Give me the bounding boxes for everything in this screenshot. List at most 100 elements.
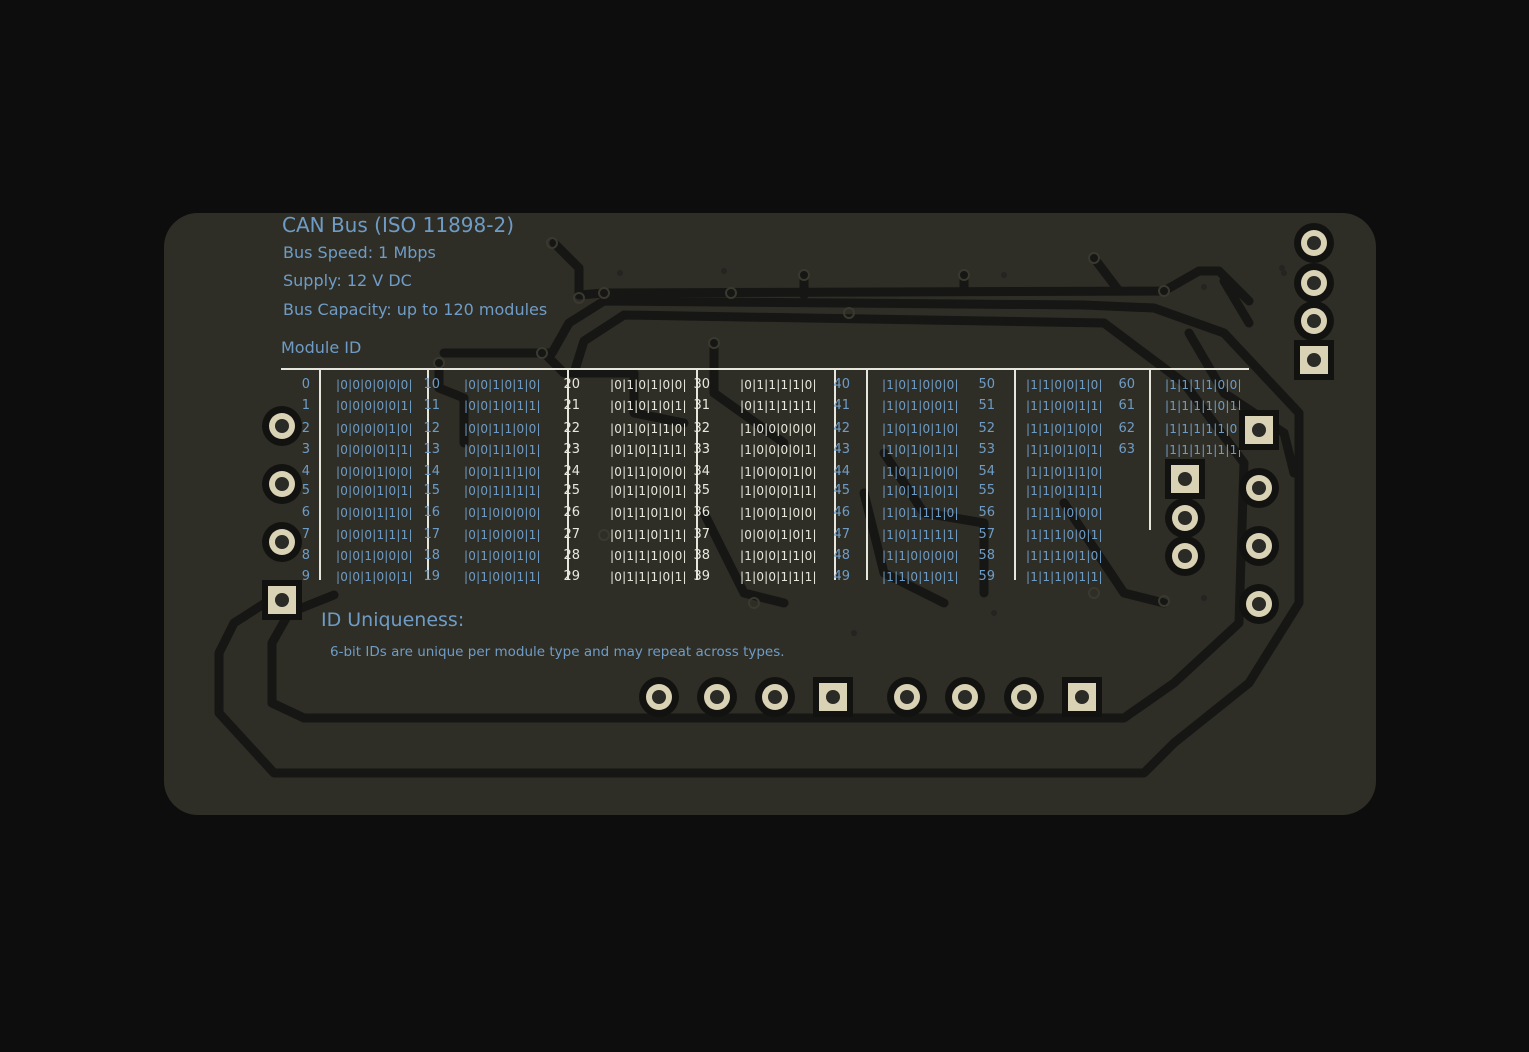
module-id-bits: |0|0|1|0|1|1| [464,399,541,413]
module-id-bits: |0|0|1|1|0|0| [464,422,541,436]
module-id-number: 1 [301,398,310,413]
module-id-number: 43 [833,442,850,457]
pad-drill-hole [768,690,782,704]
module-id-number: 26 [563,505,580,520]
pad-drill-hole [1178,472,1192,486]
module-id-bits: |0|1|1|0|0|1| [610,484,687,498]
module-id-number: 30 [693,377,710,392]
module-id-bits: |0|0|1|1|1|1| [464,484,541,498]
module-id-bits: |0|0|0|0|0|0| [336,378,413,392]
module-id-bits: |0|0|1|1|0|1| [464,443,541,457]
module-id-number: 56 [978,505,995,520]
module-id-bits: |0|1|0|0|0|1| [464,528,541,542]
pad-drill-hole [1307,353,1321,367]
module-id-number: 45 [833,483,850,498]
pad-drill-hole [1252,539,1266,553]
table-column-divider [567,370,569,580]
module-id-bits: |1|1|0|1|1|0| [1026,465,1103,479]
module-id-number: 16 [423,505,440,520]
module-id-bits: |0|0|0|0|1|0| [336,422,413,436]
module-id-number: 0 [301,377,310,392]
module-id-number: 53 [978,442,995,457]
module-id-bits: |0|1|0|1|0|1| [610,399,687,413]
module-id-number: 7 [301,527,310,542]
module-id-number: 28 [563,548,580,563]
pad-drill-hole [275,419,289,433]
table-column-divider [427,370,429,580]
module-id-bits: |1|1|0|1|0|0| [1026,422,1103,436]
module-id-bits: |1|1|0|1|0|1| [1026,443,1103,457]
pad-drill-hole [1307,314,1321,328]
module-id-bits: |0|1|1|1|1|0| [740,378,817,392]
module-id-number: 6 [301,505,310,520]
module-id-bits: |1|1|1|0|0|0| [1026,506,1103,520]
module-id-number: 36 [693,505,710,520]
module-id-bits: |0|1|0|1|1|1| [610,443,687,457]
module-id-bits: |1|1|1|0|1|0| [1026,549,1103,563]
module-id-bits: |0|1|1|1|0|1| [610,570,687,584]
pad-drill-hole [1307,236,1321,250]
module-id-bits: |1|1|1|1|0|1| [1165,399,1242,413]
module-id-number: 22 [563,421,580,436]
module-id-number: 17 [423,527,440,542]
board-title: CAN Bus (ISO 11898-2) [282,213,515,237]
module-id-number: 51 [978,398,995,413]
module-id-bits: |1|1|1|0|0|1| [1026,528,1103,542]
module-id-bits: |0|0|0|1|0|0| [336,465,413,479]
module-id-bits: |0|1|1|1|1|1| [740,399,817,413]
module-id-number: 11 [423,398,440,413]
table-column-divider [834,370,836,580]
trace-top-bus-2 [799,253,1254,328]
module-id-bits: |1|0|1|0|0|0| [882,378,959,392]
module-id-bits: |1|0|1|0|1|1| [882,443,959,457]
module-id-number: 38 [693,548,710,563]
table-column-divider [696,370,698,580]
module-id-bits: |1|1|1|1|0|0| [1165,378,1242,392]
module-id-number: 20 [563,377,580,392]
module-id-number: 2 [301,421,310,436]
module-id-bits: |1|0|0|0|1|0| [740,465,817,479]
module-id-number: 58 [978,548,995,563]
module-id-bits: |1|0|0|1|1|0| [740,549,817,563]
module-id-number: 8 [301,548,310,563]
pad-drill-hole [275,477,289,491]
pad-drill-hole [1252,597,1266,611]
pad-drill-hole [1075,690,1089,704]
module-id-bits: |0|0|0|1|1|0| [336,506,413,520]
module-id-bits: |1|1|0|0|1|1| [1026,399,1103,413]
module-id-number: 52 [978,421,995,436]
module-id-bits: |0|1|1|0|1|0| [610,506,687,520]
module-id-number: 4 [301,464,310,479]
module-id-bits: |1|0|1|0|0|1| [882,399,959,413]
trace-lower-branch [699,488,1169,608]
module-id-bits: |0|1|0|0|1|0| [464,549,541,563]
module-id-number: 47 [833,527,850,542]
module-id-label: Module ID [281,338,362,357]
pad-drill-hole [275,535,289,549]
pad-drill-hole [1252,481,1266,495]
pcb-traces [214,237,1304,778]
trace-inner-loop [267,310,1249,723]
module-id-bits: |1|0|1|1|0|0| [882,465,959,479]
module-id-bits: |0|1|0|1|0|0| [610,378,687,392]
module-id-number: 60 [1118,377,1135,392]
module-id-number: 37 [693,527,710,542]
table-column-divider [319,370,321,580]
module-id-number: 40 [833,377,850,392]
module-id-bits: |1|0|0|0|1|1| [740,484,817,498]
table-column-divider [1149,370,1151,530]
module-id-number: 42 [833,421,850,436]
table-column-divider [866,370,868,580]
pad-drill-hole [1017,690,1031,704]
module-id-bits: |0|0|0|1|1|1| [336,528,413,542]
module-id-bits: |0|0|0|1|0|1| [336,484,413,498]
trace-left-branch [539,348,689,428]
module-id-number: 49 [833,569,850,584]
module-id-bits: |1|0|0|0|0|1| [740,443,817,457]
module-id-bits: |1|1|1|1|1|0| [1165,422,1242,436]
spec-bus-capacity: Bus Capacity: up to 120 modules [283,300,548,319]
module-id-number: 35 [693,483,710,498]
module-id-number: 34 [693,464,710,479]
module-id-bits: |0|0|0|0|0|1| [336,399,413,413]
pad-drill-hole [652,690,666,704]
